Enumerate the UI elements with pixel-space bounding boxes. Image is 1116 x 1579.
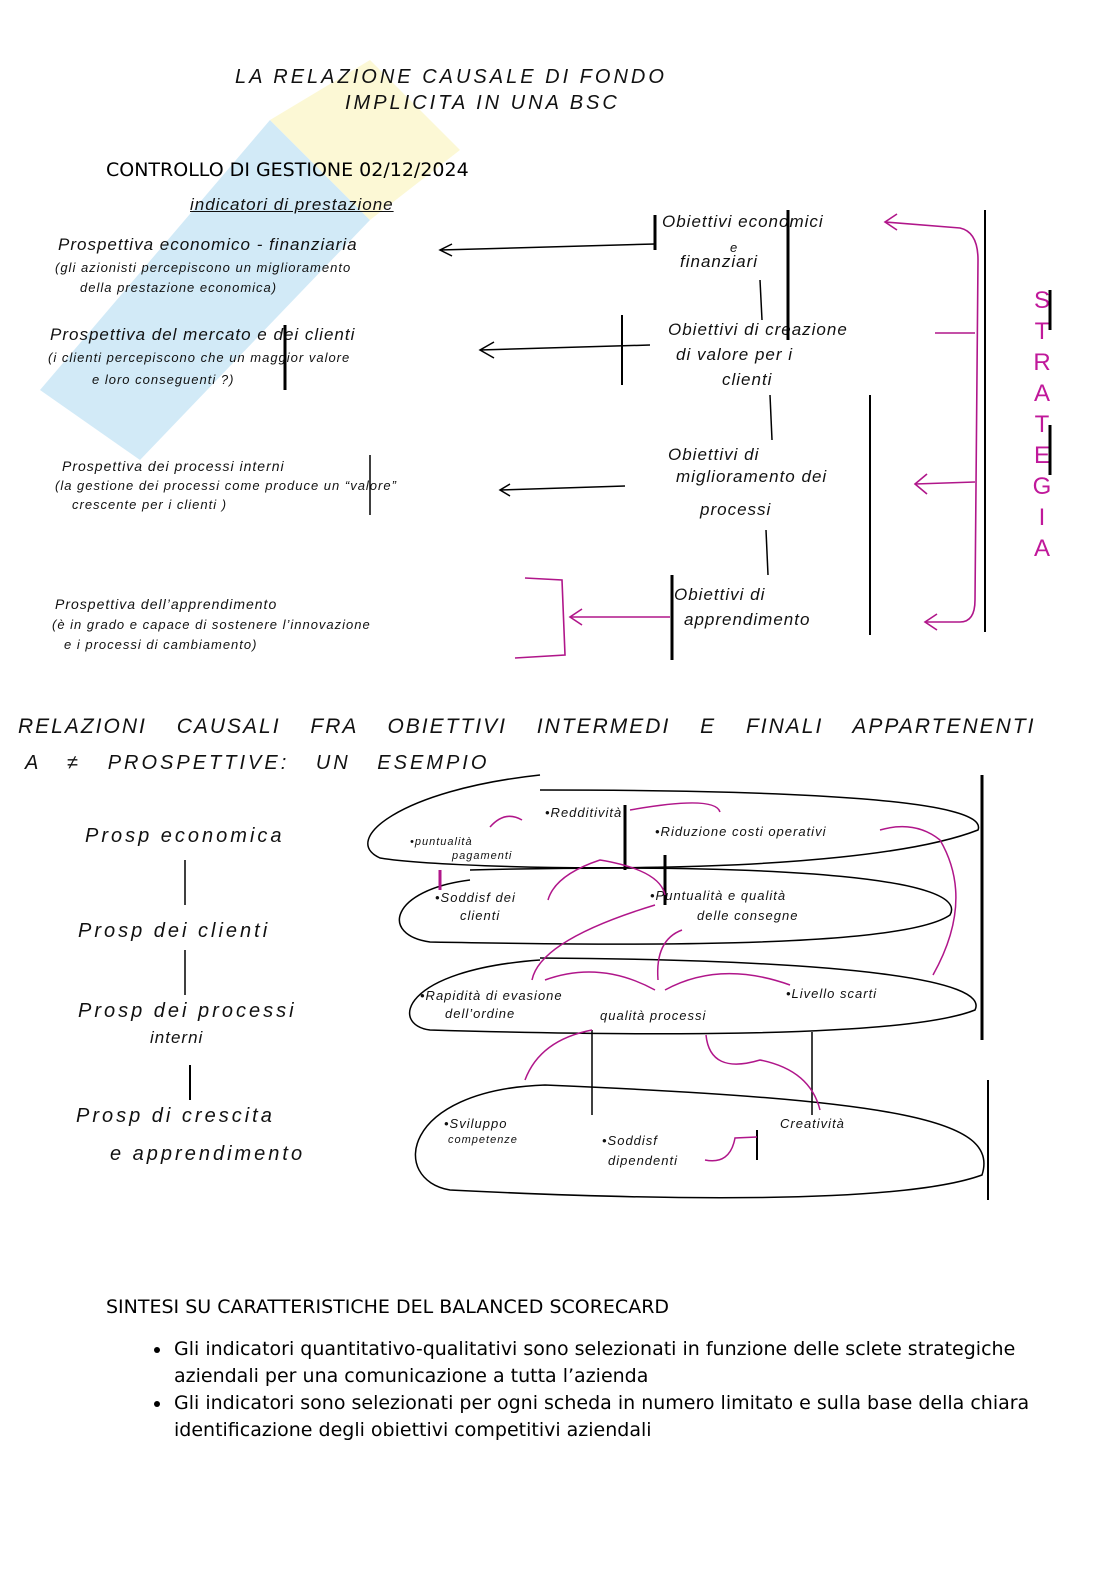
objective-item: Creatività xyxy=(780,1116,845,1131)
watermark-logo xyxy=(40,60,460,460)
summary-heading: SINTESI SU CARATTERISTICHE DEL BALANCED … xyxy=(106,1296,670,1318)
objective-label: Obiettivi di xyxy=(668,445,760,464)
page-title: CONTROLLO DI GESTIONE 02/12/2024 xyxy=(106,159,469,181)
strategy-vertical-label: S T R A T E G I A xyxy=(1030,285,1054,564)
objective-label: di valore per i xyxy=(676,345,794,364)
perspective-note: (è in grado e capace di sostenere l’inno… xyxy=(52,617,371,632)
header-note-line1: LA RELAZIONE CAUSALE DI FONDO xyxy=(235,66,667,88)
objective-label: Obiettivi di xyxy=(674,585,766,604)
strategy-letter: A xyxy=(1033,380,1050,407)
perspective-note: (la gestione dei processi come produce u… xyxy=(55,478,397,493)
objective-label: e xyxy=(730,240,739,255)
objective-item: •Riduzione costi operativi xyxy=(655,824,827,839)
perspective-title: Prospettiva dei processi interni xyxy=(62,458,285,474)
objective-item: dipendenti xyxy=(608,1153,678,1168)
level-label: Prosp dei processi xyxy=(78,1000,297,1022)
strategy-letter: G xyxy=(1032,473,1052,500)
objective-label: Obiettivi di creazione xyxy=(668,320,848,339)
diagram1-strategy-arrows xyxy=(514,213,1052,659)
perspective-title: Prospettiva dell’apprendimento xyxy=(55,596,278,612)
diagram2-heading: RELAZIONI CAUSALI FRA OBIETTIVI INTERMED… xyxy=(18,715,1036,738)
objective-item: •Sviluppo xyxy=(444,1116,508,1131)
diagram2-heading: A ≠ PROSPETTIVE: UN ESEMPIO xyxy=(25,752,490,774)
objective-item: •Rapidità di evasione xyxy=(420,988,563,1003)
objective-item: •puntualità xyxy=(410,836,473,848)
objective-label: finanziari xyxy=(680,252,759,271)
objective-item: competenze xyxy=(448,1134,518,1146)
objective-item: delle consegne xyxy=(697,908,799,923)
diagram2-lines xyxy=(184,774,989,1200)
level-label: interni xyxy=(150,1028,204,1047)
objective-item: •Soddisf xyxy=(602,1133,658,1148)
strategy-letter: R xyxy=(1033,349,1051,376)
summary-bullet: Gli indicatori quantitativo-qualitativi … xyxy=(172,1336,1032,1390)
strategy-letter: A xyxy=(1033,535,1050,562)
summary-bullets: Gli indicatori quantitativo-qualitativi … xyxy=(140,1336,1032,1444)
perspective-note: e loro conseguenti ?) xyxy=(92,372,235,387)
objective-item: pagamenti xyxy=(452,850,513,862)
strategy-letter: I xyxy=(1038,504,1046,531)
objective-label: miglioramento dei xyxy=(676,467,828,486)
objective-label: apprendimento xyxy=(684,610,811,629)
objective-item: •Redditività xyxy=(545,805,623,820)
level-label: Prosp dei clienti xyxy=(78,920,271,942)
objective-item: clienti xyxy=(460,908,501,923)
level-label: Prosp di crescita xyxy=(76,1105,275,1127)
indicators-heading: indicatori di prestazione xyxy=(190,195,394,214)
header-note-line2: IMPLICITA IN UNA BSC xyxy=(345,92,620,114)
level-label: Prosp economica xyxy=(85,825,285,847)
perspective-note: (i clienti percepiscono che un maggior v… xyxy=(48,350,351,365)
objective-label: clienti xyxy=(722,370,773,389)
objective-label: Obiettivi economici xyxy=(662,212,824,231)
strategy-letter: S xyxy=(1033,287,1050,314)
objective-item: dell’ordine xyxy=(445,1006,516,1021)
strategy-letter: T xyxy=(1034,411,1050,438)
objective-item: •Livello scarti xyxy=(786,986,878,1001)
perspective-title: Prospettiva del mercato e dei clienti xyxy=(50,325,356,344)
summary-bullet: Gli indicatori sono selezionati per ogni… xyxy=(172,1390,1032,1444)
perspective-note: della prestazione economica) xyxy=(80,280,278,295)
objective-label: processi xyxy=(700,500,772,519)
perspective-note: e i processi di cambiamento) xyxy=(64,637,258,652)
diagram2-causal-arrows xyxy=(438,802,957,1162)
strategy-letter: T xyxy=(1034,318,1050,345)
perspective-note: crescente per i clienti ) xyxy=(72,497,228,512)
level-label: e apprendimento xyxy=(110,1143,306,1165)
diagram1-lines xyxy=(283,210,986,660)
perspective-note: (gli azionisti percepiscono un miglioram… xyxy=(55,260,352,275)
objective-item: qualità processi xyxy=(600,1008,707,1023)
objective-item: •Puntualità e qualità xyxy=(650,888,787,903)
perspective-title: Prospettiva economico - finanziaria xyxy=(58,235,358,254)
objective-item: •Soddisf dei xyxy=(435,890,516,905)
strategy-letter: E xyxy=(1033,442,1050,469)
